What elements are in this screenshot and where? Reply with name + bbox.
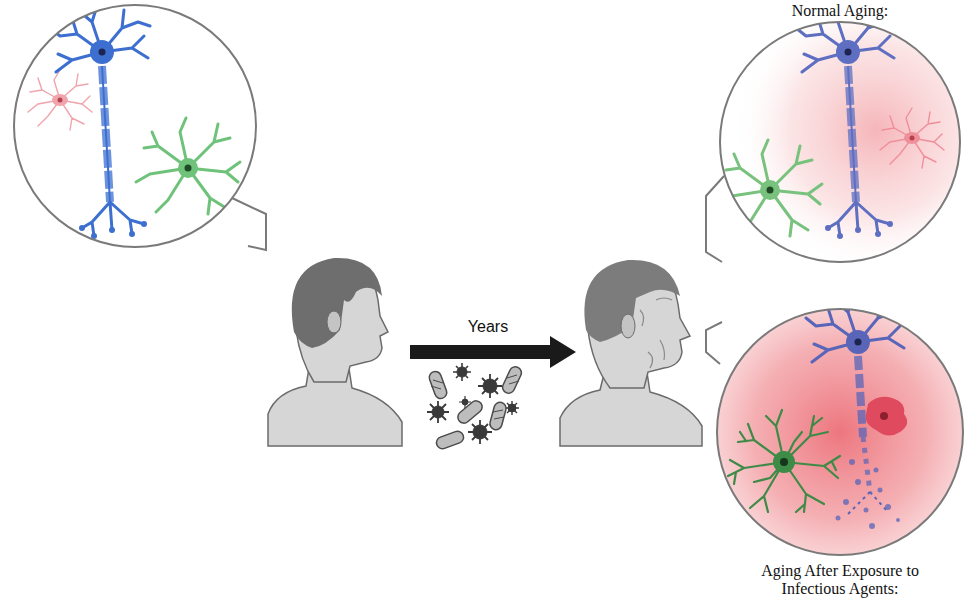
arrow-label: Years <box>468 318 508 336</box>
panel-heading: Normal Aging: <box>720 2 960 20</box>
heading-text: Normal Aging: <box>720 2 960 20</box>
heading-text: Aging After Exposure to Infectious Agent… <box>745 562 935 599</box>
panel-heading: Aging After Exposure to Infectious Agent… <box>745 562 935 599</box>
